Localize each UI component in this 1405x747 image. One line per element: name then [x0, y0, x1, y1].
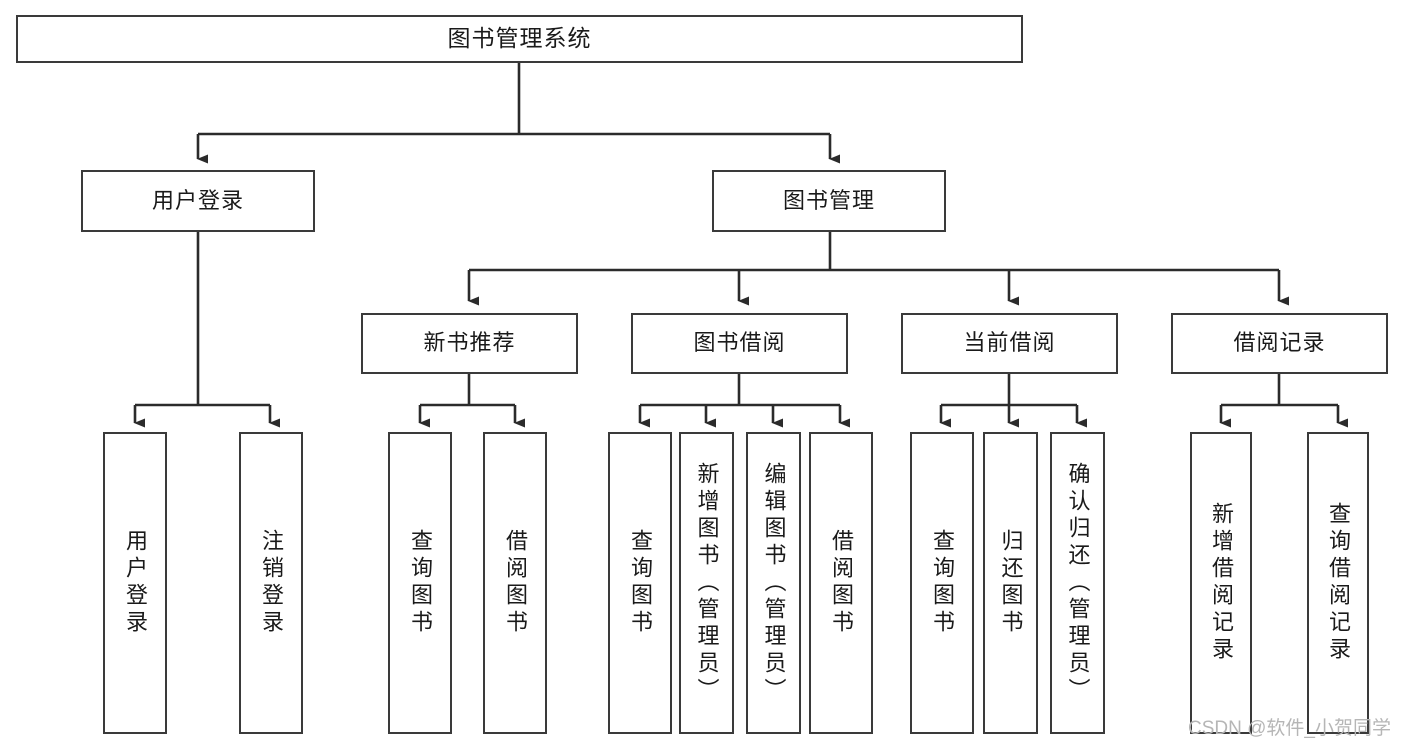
node-book-borrow[interactable]: 图书借阅	[631, 313, 848, 374]
node-label: 用户登录	[151, 187, 244, 213]
node-label: 注销登录	[259, 529, 284, 637]
node-book-management[interactable]: 图书管理	[712, 170, 946, 232]
node-label: 借阅记录	[1233, 330, 1326, 356]
node-root-system[interactable]: 图书管理系统	[16, 15, 1023, 63]
node-label: 借阅图书	[503, 529, 528, 637]
leaf-add-borrow-record[interactable]: 新增借阅记录	[1190, 432, 1252, 734]
node-borrow-records[interactable]: 借阅记录	[1171, 313, 1388, 374]
leaf-logout[interactable]: 注销登录	[239, 432, 303, 734]
node-label: 用户登录	[123, 529, 148, 637]
node-label: 当前借阅	[963, 330, 1056, 356]
node-user-login[interactable]: 用户登录	[81, 170, 315, 232]
node-label: 查询图书	[628, 529, 653, 637]
node-label: 新书推荐	[423, 330, 516, 356]
leaf-query-books-current[interactable]: 查询图书	[910, 432, 974, 734]
node-label: 确认归还（管理员）	[1065, 461, 1091, 705]
node-label: 归还图书	[998, 529, 1024, 637]
leaf-return-books[interactable]: 归还图书	[983, 432, 1038, 734]
leaf-confirm-return-admin[interactable]: 确认归还（管理员）	[1050, 432, 1105, 734]
leaf-borrow-books-recommend[interactable]: 借阅图书	[483, 432, 547, 734]
node-current-borrow[interactable]: 当前借阅	[901, 313, 1118, 374]
leaf-query-books-recommend[interactable]: 查询图书	[388, 432, 452, 734]
leaf-query-books-borrow[interactable]: 查询图书	[608, 432, 672, 734]
node-new-book-recommend[interactable]: 新书推荐	[361, 313, 578, 374]
node-label: 查询借阅记录	[1326, 502, 1351, 664]
leaf-query-borrow-record[interactable]: 查询借阅记录	[1307, 432, 1369, 734]
node-label: 编辑图书（管理员）	[761, 461, 787, 705]
node-label: 查询图书	[930, 529, 955, 637]
leaf-add-book-admin[interactable]: 新增图书（管理员）	[679, 432, 734, 734]
node-label: 新增借阅记录	[1209, 502, 1234, 664]
node-label: 图书借阅	[693, 330, 786, 356]
node-label: 图书管理	[782, 187, 875, 213]
csdn-watermark: CSDN @软件_小贺同学	[1188, 718, 1391, 739]
leaf-user-login[interactable]: 用户登录	[103, 432, 167, 734]
leaf-borrow-books[interactable]: 借阅图书	[809, 432, 873, 734]
node-label: 查询图书	[408, 529, 433, 637]
node-label: 借阅图书	[829, 529, 854, 637]
node-label: 新增图书（管理员）	[694, 461, 720, 705]
leaf-edit-book-admin[interactable]: 编辑图书（管理员）	[746, 432, 801, 734]
node-label: 图书管理系统	[447, 25, 592, 52]
